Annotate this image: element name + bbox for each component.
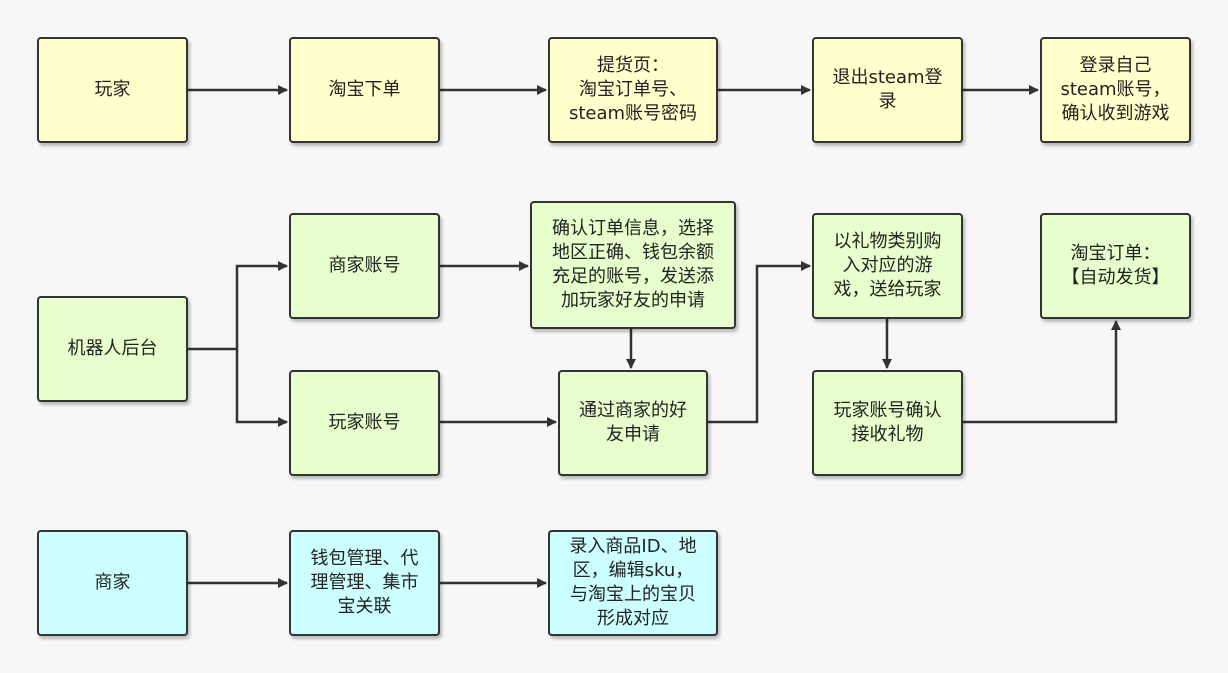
node-player-account: 玩家账号 [289,370,440,476]
node-accept-friend-label: 通过商家的好 友申请 [579,400,687,445]
node-enter-product-label: 录入商品ID、地 区，编辑sku， 与淘宝上的宝贝 形成对应 [569,536,697,629]
node-login-own-label: 登录自己 steam账号， 确认收到游戏 [1060,55,1171,124]
node-logout-steam: 退出steam登 录 [812,37,963,143]
node-auto-ship: 淘宝订单： 【自动发货】 [1040,213,1191,319]
node-merchant: 商家 [37,530,188,636]
node-logout-steam-label: 退出steam登 录 [832,67,943,112]
node-player-account-label: 玩家账号 [328,412,401,433]
arrow-bot-to-player-account [235,349,288,427]
node-taobao-order-label: 淘宝下单 [328,79,401,100]
node-player: 玩家 [37,37,188,143]
node-accept-friend: 通过商家的好 友申请 [558,370,708,476]
node-confirm-order: 确认订单信息，选择 地区正确、钱包余额 充足的账号，发送添 加玩家好友的申请 [530,201,736,329]
node-confirm-gift-label: 玩家账号确认 接收礼物 [833,400,942,445]
node-enter-product: 录入商品ID、地 区，编辑sku， 与淘宝上的宝贝 形成对应 [548,530,718,636]
arrow-confirm-gift-to-auto-ship [963,320,1121,424]
node-player-label: 玩家 [94,79,131,100]
arrow-bot-to-merchant-account [188,261,288,351]
node-wallet-manage-label: 钱包管理、代 理管理、集市 宝关联 [310,548,419,617]
node-taobao-order: 淘宝下单 [289,37,440,143]
node-merchant-account: 商家账号 [289,213,440,319]
node-confirm-order-label: 确认订单信息，选择 地区正确、钱包余额 充足的账号，发送添 加玩家好友的申请 [552,218,714,311]
node-pickup-page: 提货页： 淘宝订单号、 steam账号密码 [548,37,718,143]
node-merchant-label: 商家 [94,572,131,593]
node-wallet-manage: 钱包管理、代 理管理、集市 宝关联 [289,530,440,636]
node-auto-ship-label: 淘宝订单： 【自动发货】 [1061,243,1170,288]
node-merchant-account-label: 商家账号 [328,255,401,276]
node-login-own: 登录自己 steam账号， 确认收到游戏 [1040,37,1191,143]
node-buy-gift-label: 以礼物类别购 入对应的游 戏，送给玩家 [833,231,942,300]
node-buy-gift: 以礼物类别购 入对应的游 戏，送给玩家 [812,213,963,319]
node-confirm-gift: 玩家账号确认 接收礼物 [812,370,963,476]
node-pickup-page-label: 提货页： 淘宝订单号、 steam账号密码 [568,55,698,124]
node-bot-backend: 机器人后台 [37,296,188,402]
node-bot-backend-label: 机器人后台 [67,338,158,359]
arrow-accept-to-buy-gift [708,261,811,424]
